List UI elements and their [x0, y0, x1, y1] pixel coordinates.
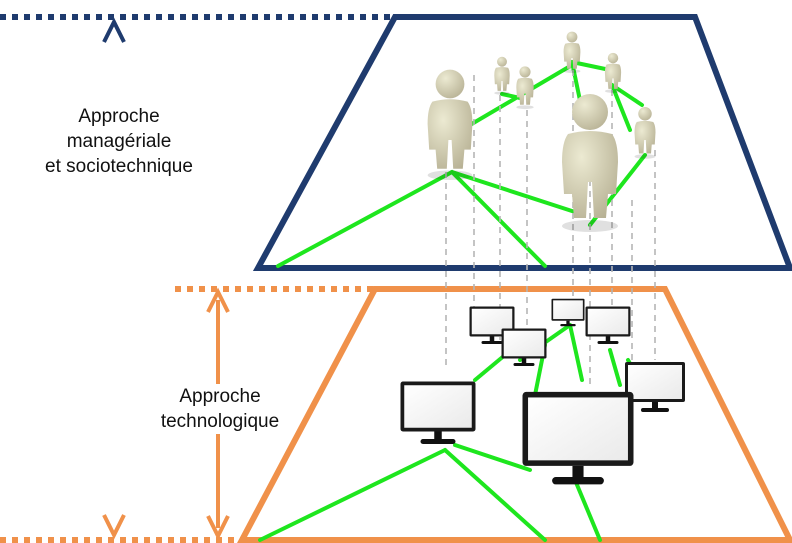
bottom-layer-plane [237, 286, 792, 543]
label-line: technologique [160, 411, 280, 432]
label-line: et sociotechnique [45, 156, 193, 177]
label-line: Approche [78, 106, 160, 127]
top-layer-plane [252, 14, 792, 271]
label-line: Approche [179, 386, 261, 407]
managerial-approach-label: Approche managériale et sociotechnique [38, 104, 200, 179]
projection-lines [445, 70, 656, 385]
label-line: managériale [66, 131, 172, 152]
double-headed-arrow-icon [102, 17, 126, 540]
technological-approach-label: Approche technologique [150, 384, 290, 434]
